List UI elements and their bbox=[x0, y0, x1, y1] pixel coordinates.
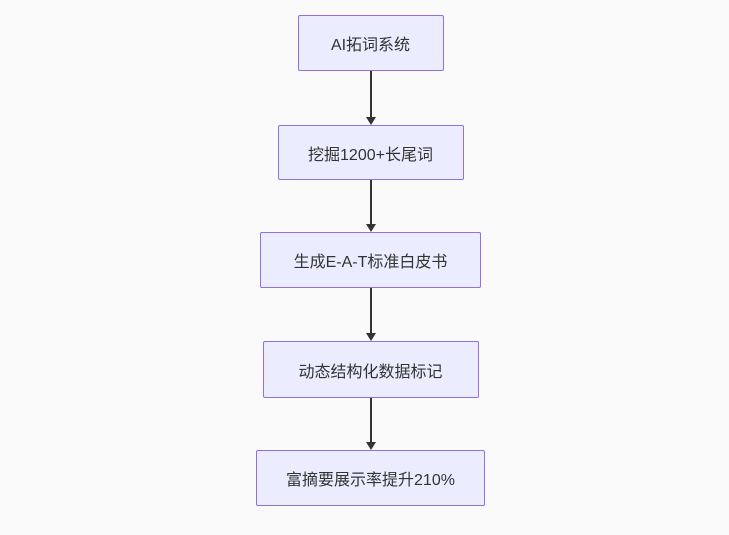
down-arrow-connector-3 bbox=[365, 288, 377, 341]
node-label: 挖掘1200+长尾词 bbox=[308, 146, 433, 164]
node-label: 富摘要展示率提升210% bbox=[286, 472, 455, 489]
down-arrow-connector-1 bbox=[365, 71, 377, 125]
flow-node-longtail-mining: 挖掘1200+长尾词 bbox=[277, 125, 464, 180]
flow-node-structured-data-markup: 动态结构化数据标记 bbox=[262, 341, 479, 398]
flow-node-rich-snippet-uplift: 富摘要展示率提升210% bbox=[256, 450, 485, 506]
node-label: 生成E-A-T标准白皮书 bbox=[293, 254, 448, 271]
flow-node-ai-keyword-system: AI拓词系统 bbox=[297, 15, 444, 71]
node-label: 动态结构化数据标记 bbox=[298, 363, 443, 381]
flow-node-eat-whitepaper: 生成E-A-T标准白皮书 bbox=[260, 232, 481, 288]
down-arrow-connector-4 bbox=[365, 398, 377, 450]
down-arrow-connector-2 bbox=[365, 180, 377, 232]
flowchart-column: AI拓词系统 挖掘1200+长尾词 生成E-A-T标准白皮书 动态结构化数据标记… bbox=[6, 15, 729, 506]
node-label: AI拓词系统 bbox=[330, 37, 411, 54]
